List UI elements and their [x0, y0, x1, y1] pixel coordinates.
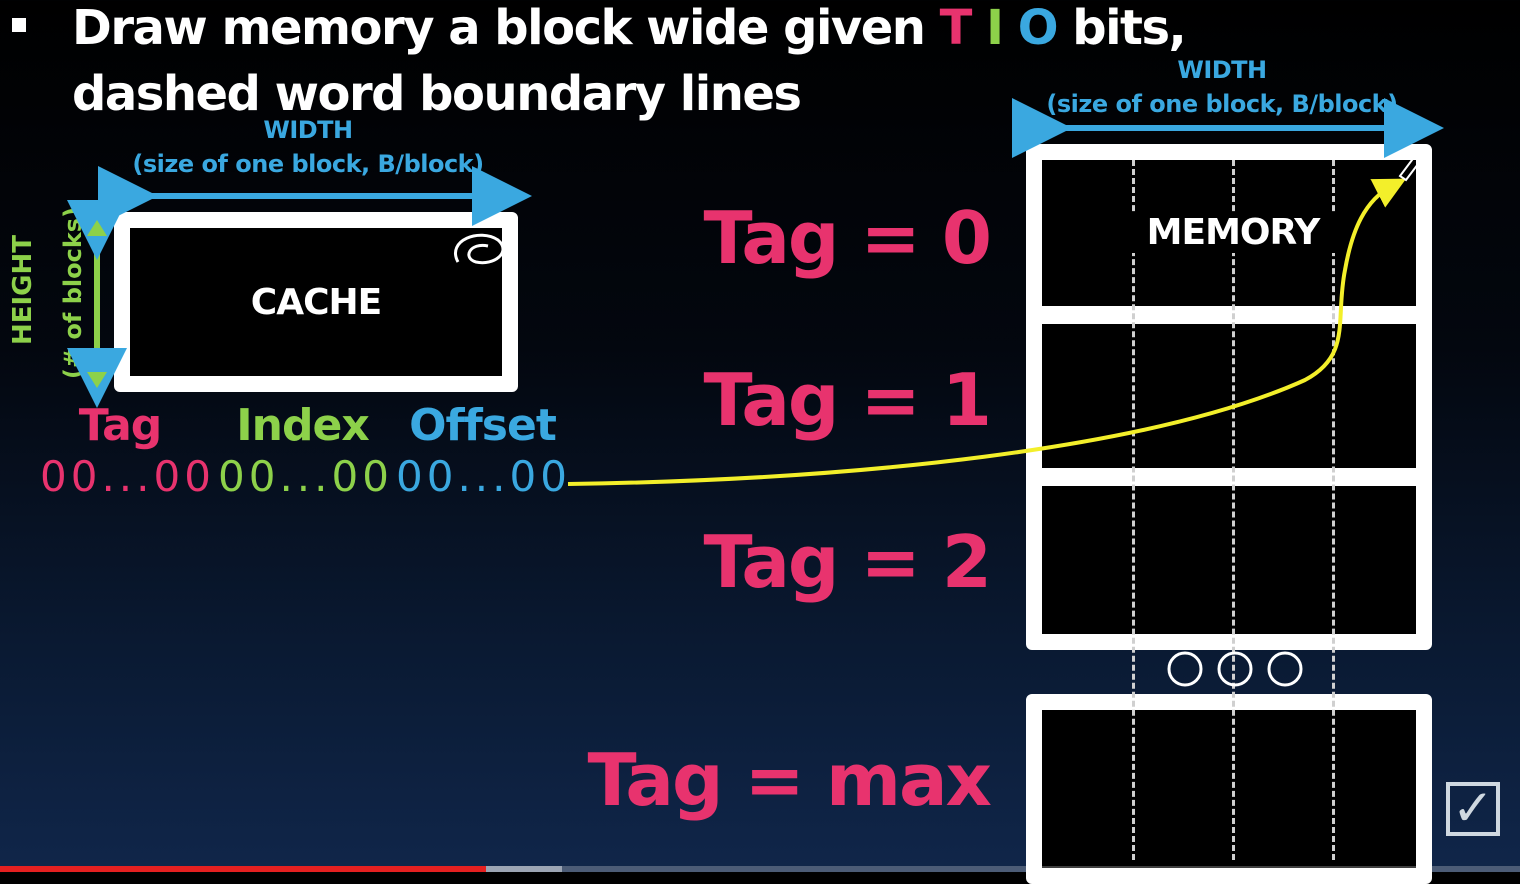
- slide-title-line2: dashed word boundary lines: [72, 66, 802, 122]
- word-boundary-line: [1232, 160, 1235, 860]
- word-boundary-line: [1132, 160, 1135, 860]
- offset-bits: 00...00: [396, 452, 571, 501]
- title-prefix: Draw memory a block wide given: [72, 0, 926, 56]
- cache-width-label: WIDTH: [263, 116, 353, 144]
- title-letter-i: I: [986, 0, 1004, 56]
- tag-row-label: Tag = 0: [703, 196, 992, 280]
- title-letter-o: O: [1017, 0, 1059, 56]
- ellipsis-circles: [1167, 651, 1303, 687]
- offset-field-label: Offset: [409, 400, 557, 451]
- index-field-label: Index: [236, 400, 369, 451]
- cache-height-arrow: [67, 200, 127, 408]
- video-played-bar: [0, 866, 487, 872]
- bullet-icon: [12, 18, 26, 32]
- memory-box: [1026, 144, 1432, 650]
- tag-row-label: Tag = max: [587, 738, 992, 822]
- tag-row-label: Tag = 2: [703, 520, 992, 604]
- slide-title-line1: Draw memory a block wide given T I O bit…: [72, 4, 1187, 52]
- pen-cursor-icon: [1398, 150, 1426, 182]
- tag-row-label: Tag = 1: [703, 358, 992, 442]
- cache-label: CACHE: [250, 282, 382, 323]
- memory-block-divider: [1030, 468, 1428, 486]
- tag-field-label: Tag: [78, 400, 163, 451]
- memory-label: MEMORY: [1110, 212, 1356, 253]
- title-suffix: bits,: [1072, 0, 1187, 56]
- memory-block-divider: [1030, 306, 1428, 324]
- memory-width-label: WIDTH: [1177, 56, 1267, 84]
- word-boundary-line: [1332, 160, 1335, 860]
- address-mapping-arrow: [567, 178, 1407, 486]
- memory-last-block: [1026, 694, 1432, 884]
- title-letter-t: T: [939, 0, 973, 56]
- tag-bits: 00...00: [40, 452, 215, 501]
- index-bits: 00...00: [218, 452, 393, 501]
- pen-scribble: [454, 233, 505, 265]
- video-progress-bar[interactable]: [0, 866, 1520, 872]
- checkbox-icon[interactable]: ✓: [1446, 782, 1500, 836]
